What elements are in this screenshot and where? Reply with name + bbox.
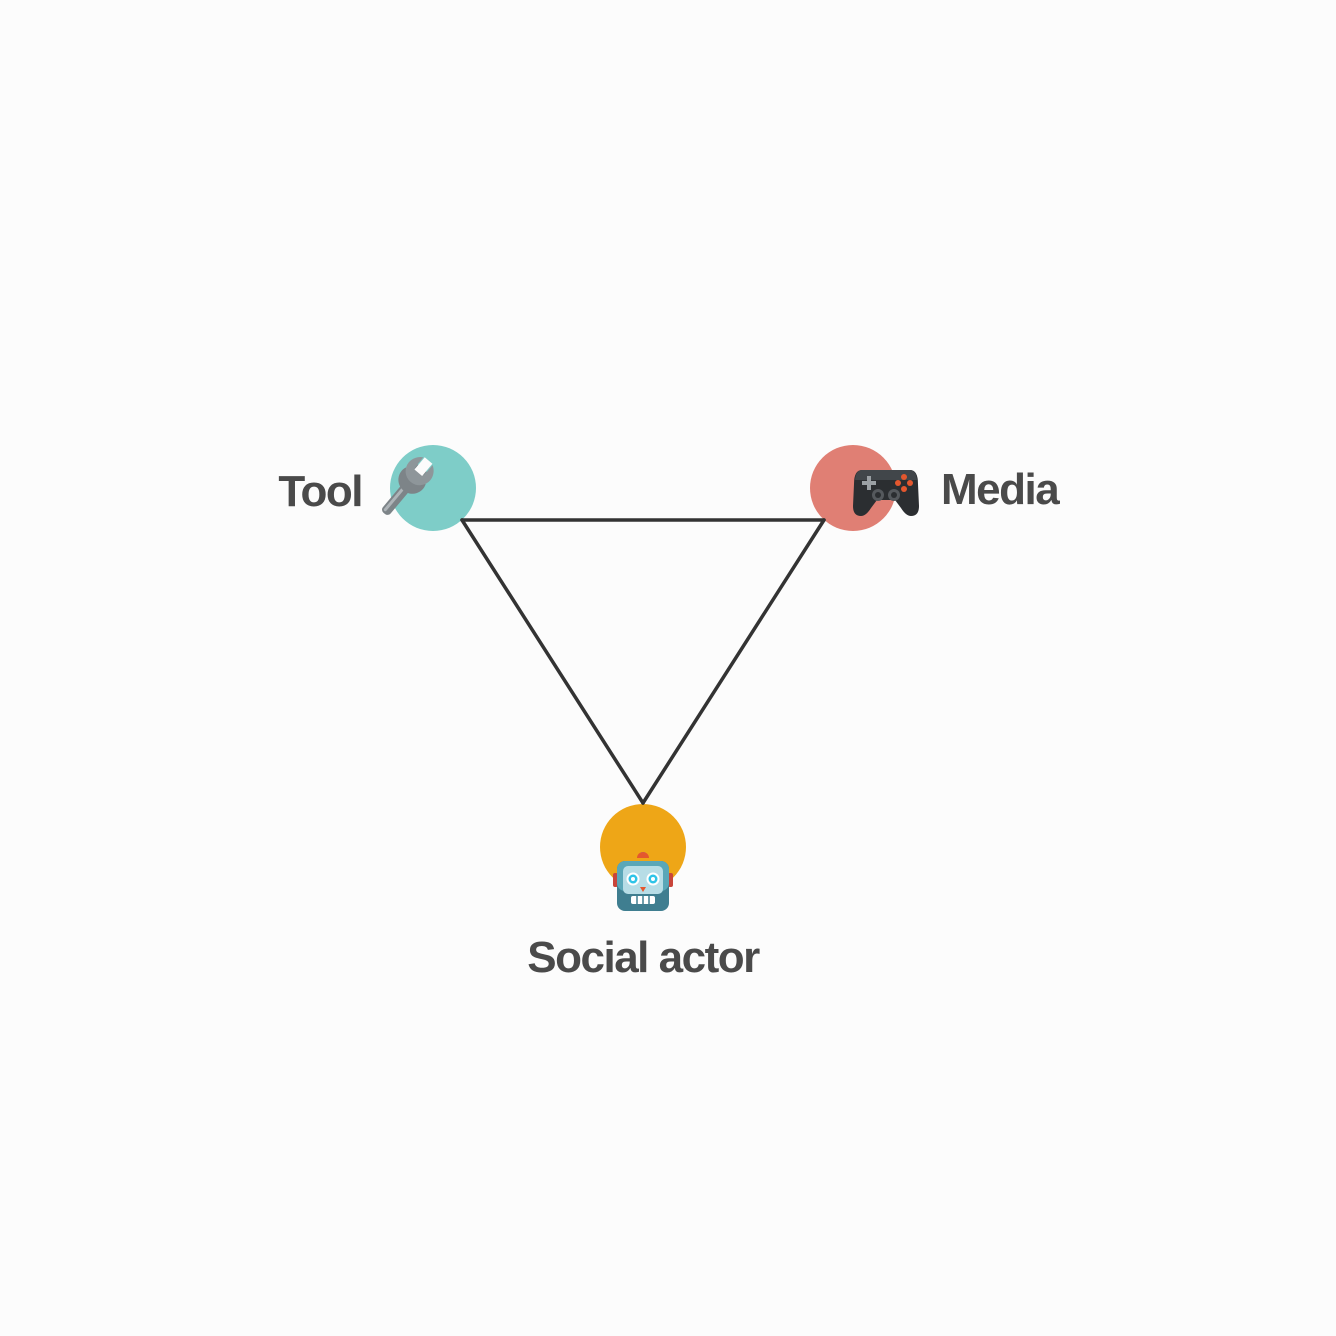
- wrench-icon: [382, 457, 434, 515]
- edge-tool-social: [460, 518, 645, 805]
- robot-icon: [613, 852, 673, 911]
- media-label: Media: [941, 465, 1060, 514]
- gamepad-icon: [853, 470, 919, 516]
- edge-media-social: [641, 518, 826, 805]
- media-node: [810, 445, 896, 531]
- tool-label: Tool: [278, 467, 362, 516]
- social-actor-label: Social actor: [527, 933, 760, 982]
